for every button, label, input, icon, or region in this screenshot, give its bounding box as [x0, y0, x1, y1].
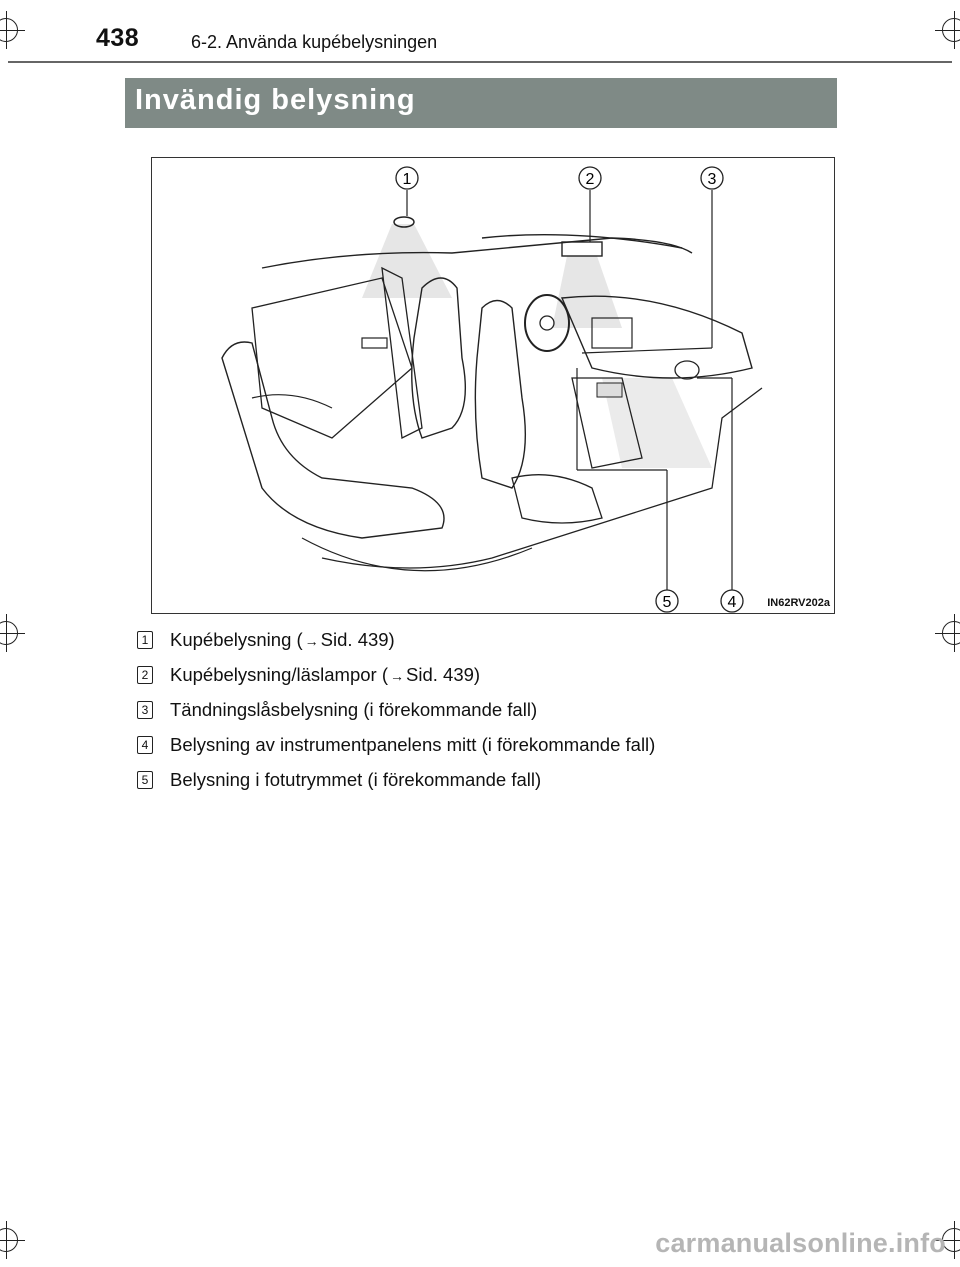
callout-4: 4 — [720, 589, 744, 613]
callout-2: 2 — [578, 166, 602, 190]
registration-mark-mid-right-icon — [935, 614, 960, 652]
callout-1-label: 1 — [403, 171, 412, 188]
overhead-console-icon — [561, 241, 603, 257]
chapter-title: 6-2. Använda kupébelysningen — [191, 32, 438, 52]
list-item: 5 Belysning i fotutrymmet (i förekommand… — [137, 762, 857, 797]
legend-text: Belysning i fotutrymmet (i förekommande … — [170, 768, 542, 790]
section-title: Invändig belysning — [135, 84, 416, 116]
light-beam-footwell — [602, 378, 712, 468]
arrow-right-icon: → — [390, 667, 405, 684]
registration-mark-mid-left-icon — [0, 614, 25, 652]
legend-number: 5 — [137, 770, 153, 789]
light-beam-2 — [552, 256, 622, 328]
callout-3: 3 — [700, 166, 724, 190]
registration-mark-bottom-left-icon — [0, 1221, 25, 1259]
light-beam-1 — [362, 224, 452, 298]
watermark: carmanualsonline.info — [655, 1228, 946, 1258]
list-item: 4 Belysning av instrumentpanelens mitt (… — [137, 727, 857, 762]
car-interior-illustration: 1 2 3 4 5 — [221, 166, 763, 613]
callout-5: 5 — [655, 589, 679, 613]
legend-text: Kupébelysning (→Sid. 439) — [170, 628, 395, 650]
arrow-right-icon: → — [304, 632, 319, 649]
legend-text: Belysning av instrumentpanelens mitt (i … — [170, 733, 656, 755]
callout-3-label: 3 — [708, 171, 717, 188]
callout-2-label: 2 — [586, 171, 595, 188]
registration-mark-bottom-right-icon — [935, 1221, 960, 1259]
legend-number: 1 — [137, 630, 153, 649]
figure-code: IN62RV202a — [767, 597, 830, 609]
callout-4-label: 4 — [728, 594, 737, 611]
registration-mark-top-right-icon — [935, 11, 960, 49]
registration-mark-top-left-icon — [0, 11, 25, 49]
section-header: Invändig belysning — [125, 78, 837, 128]
legend-number: 3 — [137, 700, 153, 719]
callout-1: 1 — [395, 166, 419, 190]
list-item: 2 Kupébelysning/läslampor (→Sid. 439) — [137, 657, 857, 692]
interior-lighting-figure: 1 2 3 4 5 IN62RV202a — [151, 157, 835, 614]
page-number: 438 — [96, 24, 140, 52]
header-rule — [8, 61, 952, 63]
legend-text: Kupébelysning/läslampor (→Sid. 439) — [170, 663, 481, 685]
steering-wheel-icon — [524, 294, 570, 352]
legend-text: Tändningslåsbelysning (i förekommande fa… — [170, 698, 538, 720]
dome-lamp-icon — [393, 216, 415, 228]
list-item: 1 Kupébelysning (→Sid. 439) — [137, 622, 857, 657]
legend-number: 2 — [137, 665, 153, 684]
callout-5-label: 5 — [663, 594, 672, 611]
legend-number: 4 — [137, 735, 153, 754]
list-item: 3 Tändningslåsbelysning (i förekommande … — [137, 692, 857, 727]
legend-list: 1 Kupébelysning (→Sid. 439) 2 Kupébelysn… — [137, 622, 857, 797]
